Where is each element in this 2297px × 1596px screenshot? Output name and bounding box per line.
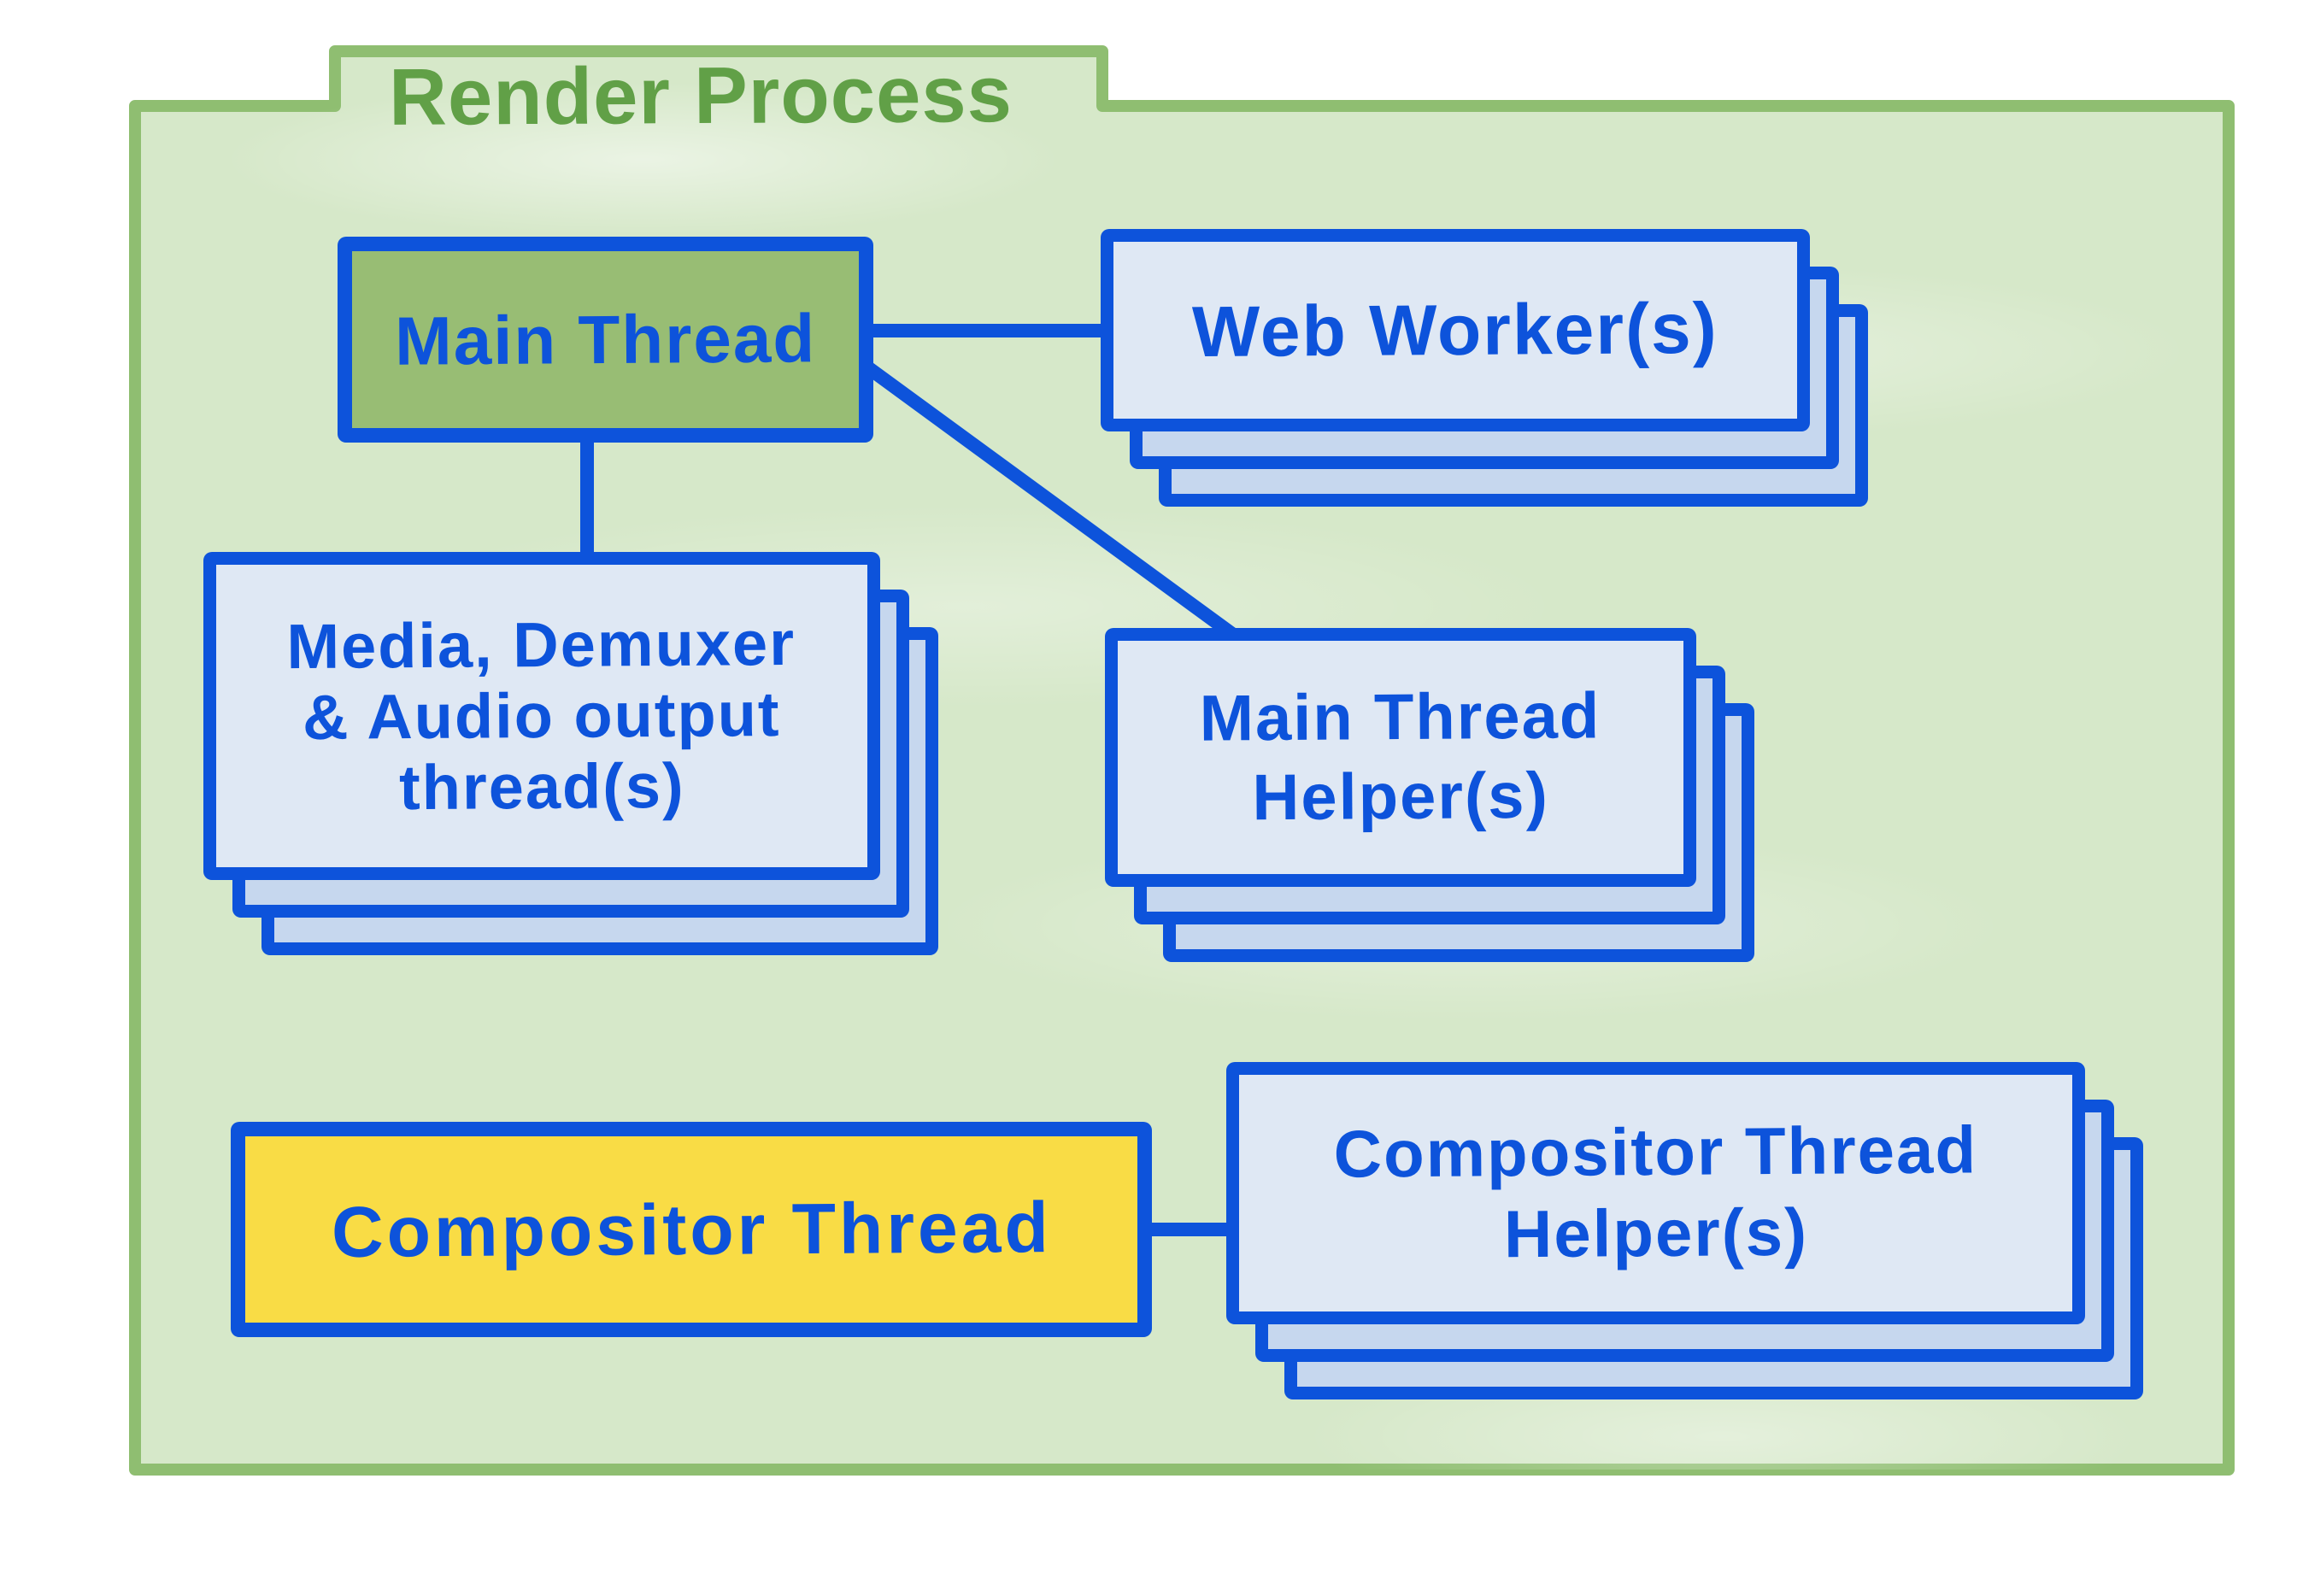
node-label-line: thread(s) <box>398 749 686 823</box>
node-media-threads: Media, Demuxer & Audio output thread(s) <box>203 552 938 955</box>
stacked-card-front: Main Thread Helper(s) <box>1105 628 1696 887</box>
node-label-line: Compositor Thread <box>1333 1112 1978 1192</box>
node-web-workers: Web Worker(s) <box>1101 229 1868 507</box>
node-label: Compositor Thread Helper(s) <box>1333 1110 1978 1277</box>
diagram-title: Render Process <box>388 49 1013 142</box>
node-label-line: & Audio output <box>302 678 782 753</box>
stacked-card-front: Media, Demuxer & Audio output thread(s) <box>203 552 880 880</box>
node-label-line: Main Thread <box>1199 679 1601 755</box>
node-main-thread: Main Thread <box>338 237 873 443</box>
stacked-card-front: Web Worker(s) <box>1101 229 1810 431</box>
node-label: Main Thread Helper(s) <box>1200 677 1602 838</box>
node-compositor-thread: Compositor Thread <box>231 1122 1152 1337</box>
node-label-line: Helper(s) <box>1503 1194 1809 1272</box>
stacked-card-front: Compositor Thread Helper(s) <box>1226 1062 2085 1324</box>
node-label: Compositor Thread <box>331 1186 1052 1272</box>
node-main-thread-helpers: Main Thread Helper(s) <box>1105 628 1754 962</box>
node-label: Main Thread <box>394 299 817 379</box>
node-label-line: Media, Demuxer <box>286 607 796 682</box>
node-label-line: Helper(s) <box>1252 759 1550 834</box>
node-label: Media, Demuxer & Audio output thread(s) <box>286 607 796 824</box>
node-label: Web Worker(s) <box>1191 288 1719 373</box>
node-compositor-thread-helpers: Compositor Thread Helper(s) <box>1226 1062 2143 1399</box>
